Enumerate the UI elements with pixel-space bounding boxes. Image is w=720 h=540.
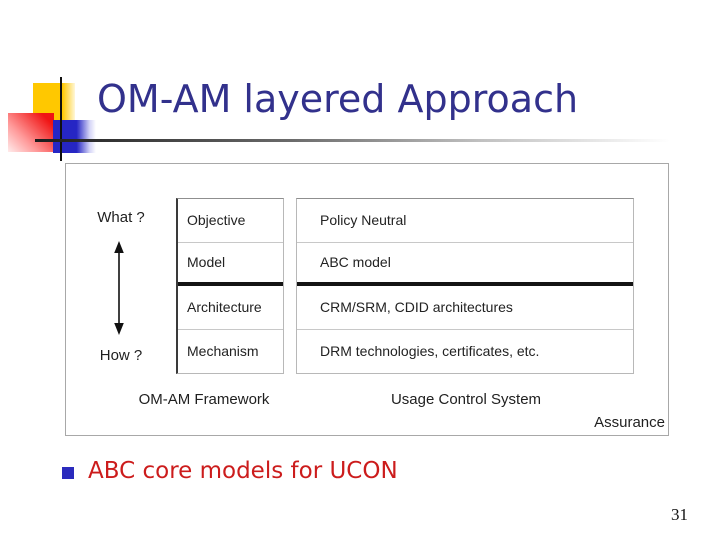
value-mechanism: DRM technologies, certificates, etc. <box>320 343 540 360</box>
caption-omam-framework: OM-AM Framework <box>138 391 270 408</box>
how-label: How ? <box>99 347 143 364</box>
diagram-box: What ? How ? Objective Model Architectur… <box>65 163 669 436</box>
title-underline-rule <box>35 139 670 142</box>
bullet-text: ABC core models for UCON <box>88 458 398 484</box>
layer-architecture: Architecture <box>178 286 283 330</box>
caption-usage-control-system: Usage Control System <box>390 391 542 408</box>
double-arrow-icon <box>114 241 124 335</box>
what-label: What ? <box>97 209 145 226</box>
bullet-square-icon <box>62 467 74 479</box>
value-model: ABC model <box>297 243 633 287</box>
value-objective: Policy Neutral <box>297 199 633 243</box>
decor-vertical-line <box>60 77 62 161</box>
layer-objective: Objective <box>178 199 283 243</box>
layer-mechanism: Mechanism <box>187 343 259 360</box>
values-column: Policy Neutral ABC model CRM/SRM, CDID a… <box>296 198 634 374</box>
layers-column: Objective Model Architecture Mechanism <box>176 198 284 374</box>
slide-title: OM-AM layered Approach <box>97 77 579 121</box>
bullet-item: ABC core models for UCON <box>62 455 398 487</box>
value-architecture: CRM/SRM, CDID architectures <box>297 286 633 330</box>
layer-model: Model <box>178 243 283 287</box>
page-number: 31 <box>671 505 688 524</box>
caption-assurance: Assurance <box>594 414 665 431</box>
decor-red-square <box>8 113 54 152</box>
